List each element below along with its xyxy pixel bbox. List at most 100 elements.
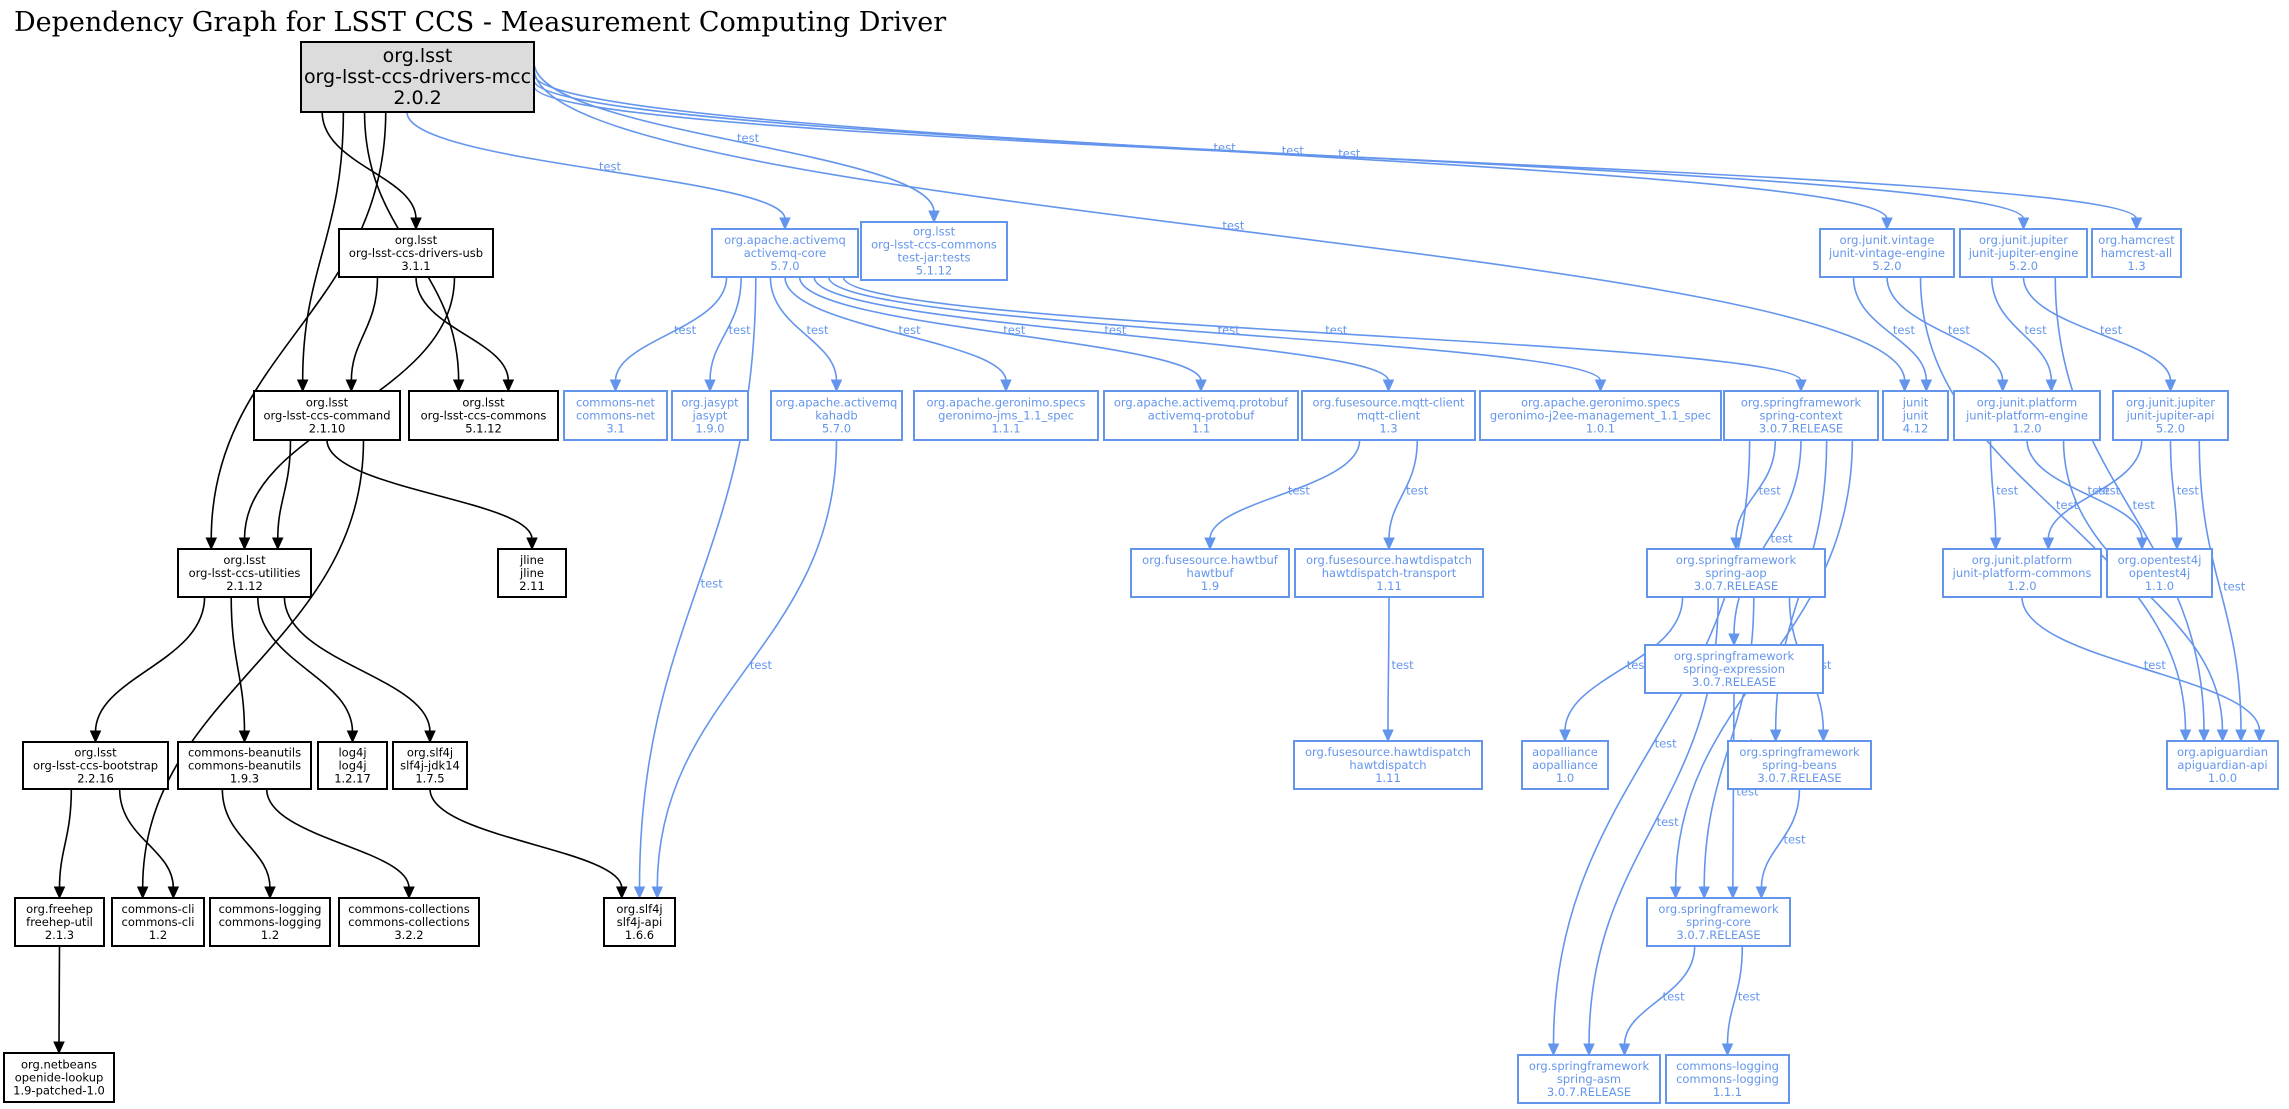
edge-jupiterengine-to-platformengine: test [1990,276,2058,393]
arrowhead-icon [1996,379,2009,393]
edge-line [813,276,1390,382]
edge-springexpression-to-springcore: test [1727,692,1759,900]
edge-label: test [2025,323,2048,337]
arrowhead-icon [136,886,149,900]
node-springcore[interactable]: org.springframeworkspring-core3.0.7.RELE… [1646,897,1791,947]
edge-springcore-to-springasm: test [1618,945,1696,1057]
edge-activemqcore-to-springcontext: test [842,276,1807,393]
edge-platformcommons-to-apiguardian: test [2021,596,2266,743]
arrowhead-icon [2136,537,2148,551]
edge-root-to-ccscommonstests: test [533,61,940,224]
edge-line [58,788,73,889]
node-artifact-label: activemq-core [744,246,827,260]
node-artifact-label: junit-platform-engine [1965,409,2088,423]
node-geronimojms[interactable]: org.apache.geronimo.specsgeronimo-jms_1.… [913,390,1099,441]
edge-root-to-utilities [205,111,387,551]
node-collections[interactable]: commons-collectionscommons-collections3.… [338,897,480,947]
node-hawttransport[interactable]: org.fusesource.hawtdispatchhawtdispatch-… [1294,548,1484,598]
node-geronimoj2ee[interactable]: org.apache.geronimo.specsgeronimo-j2ee-m… [1479,390,1722,441]
node-version-label: 1.3 [1379,422,1397,436]
node-springasm[interactable]: org.springframeworkspring-asm3.0.7.RELEA… [1517,1054,1661,1104]
edge-line [828,276,1602,382]
edge-line [1735,439,1777,540]
node-vintage[interactable]: org.junit.vintagejunit-vintage-engine5.2… [1819,228,1955,278]
node-version-label: 1.2 [149,928,167,942]
node-springaop[interactable]: org.springframeworkspring-aop3.0.7.RELEA… [1646,548,1826,598]
node-box [1959,228,2088,278]
node-artifact-label: activemq-protobuf [1148,409,1256,423]
node-group-label: aopalliance [1532,745,1598,759]
edge-root-to-command [296,111,345,393]
node-box [111,897,205,947]
edge-label: test [1214,141,1237,155]
edge-label: test [806,323,829,337]
node-box [408,390,559,441]
edge-springcore-to-commonslogging111: test [1721,945,1760,1057]
node-version-label: 1.0.1 [1586,422,1615,436]
node-artifact-label: junit-platform-commons [1952,566,2092,580]
node-box [2166,740,2279,790]
arrowhead-icon [1730,537,1742,551]
edge-label: test [1948,323,1971,337]
node-platformengine[interactable]: org.junit.platformjunit-platform-engine1… [1953,390,2101,441]
edge-line [321,111,417,220]
node-version-label: 1.9-patched-1.0 [13,1084,105,1098]
arrowhead-icon [830,379,843,393]
edge-vintage-to-junit: test [1852,276,1933,393]
node-netbeans[interactable]: org.netbeansopenide-lookup1.9-patched-1.… [3,1052,115,1103]
edge-root-to-usb [321,111,422,231]
node-platformcommons[interactable]: org.junit.platformjunit-platform-commons… [1942,548,2102,598]
node-protobuf[interactable]: org.apache.activemq.protobufactivemq-pro… [1103,390,1299,441]
node-version-label: 1.1.1 [991,422,1020,436]
node-version-label: 1.3 [2127,259,2145,273]
arrowhead-icon [1204,537,1216,551]
edge-slf4jjdk14-to-slf4japi [429,788,628,900]
edge-usb-to-ccscommons [415,276,515,393]
node-ccscommonstests[interactable]: org.lsstorg-lsst-ccs-commonstest-jar:tes… [860,221,1008,281]
edge-line [94,596,206,733]
node-group-label: commons-net [576,396,656,410]
node-artifact-label: kahadb [815,409,857,423]
edge-line [709,276,742,382]
node-hawtdispatch[interactable]: org.fusesource.hawtdispatchhawtdispatch1… [1293,740,1483,790]
edge-line [257,596,354,733]
node-springbeans[interactable]: org.springframeworkspring-beans3.0.7.REL… [1727,740,1872,790]
edge-label: test [1338,147,1361,161]
node-jupiterengine[interactable]: org.junit.jupiterjunit-jupiter-engine5.2… [1959,228,2088,278]
edge-jupiterapi-to-platformcommons: test [2042,439,2143,551]
arrowhead-icon [1989,537,2002,551]
edge-label: test [2144,658,2167,672]
node-springcontext[interactable]: org.springframeworkspring-context3.0.7.R… [1723,390,1879,441]
node-box [1727,740,1872,790]
node-springexpression[interactable]: org.springframeworkspring-expression3.0.… [1644,644,1824,694]
arrowhead-icon [452,379,465,393]
